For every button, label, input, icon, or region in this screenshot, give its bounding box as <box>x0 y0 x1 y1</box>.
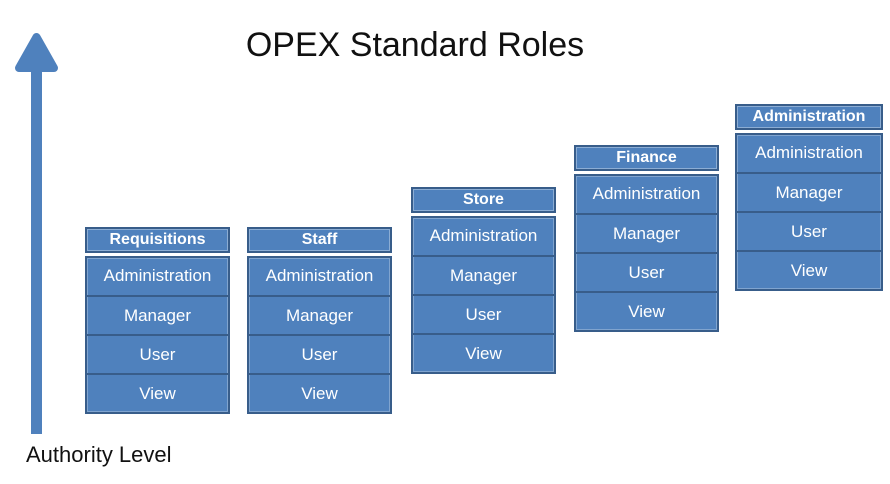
role-cell: Administration <box>103 266 212 285</box>
dept-header-staff: Staff <box>247 227 392 253</box>
role-cell: User <box>737 211 881 250</box>
dept-box-requisitions: Requisitions Administration Manager User… <box>85 227 230 414</box>
dept-body-finance: Administration Manager User View <box>574 174 719 332</box>
dept-body-staff: Administration Manager User View <box>247 256 392 414</box>
dept-header-finance: Finance <box>574 145 719 171</box>
role-cell: View <box>576 291 717 330</box>
arrow-head-icon <box>15 33 58 72</box>
role-cell: View <box>737 250 881 289</box>
role-cell: Administration <box>429 226 538 245</box>
role-cell: User <box>87 334 228 373</box>
role-cell: Manager <box>737 172 881 211</box>
authority-arrow-up-icon <box>15 33 58 434</box>
role-cell: Manager <box>413 255 554 294</box>
role-cell: Administration <box>755 143 863 162</box>
role-cell: Manager <box>249 295 390 334</box>
role-cell: User <box>576 252 717 291</box>
dept-box-staff: Staff Administration Manager User View <box>247 227 392 414</box>
role-cell: View <box>413 333 554 372</box>
dept-header-requisitions: Requisitions <box>85 227 230 253</box>
role-cell: Manager <box>87 295 228 334</box>
role-cell: User <box>413 294 554 333</box>
dept-header-store: Store <box>411 187 556 213</box>
dept-box-administration: Administration Administration Manager Us… <box>735 104 883 291</box>
dept-body-store: Administration Manager User View <box>411 216 556 374</box>
role-cell: User <box>249 334 390 373</box>
dept-body-requisitions: Administration Manager User View <box>85 256 230 414</box>
authority-level-label: Authority Level <box>26 442 172 467</box>
dept-body-administration: Administration Manager User View <box>735 133 883 291</box>
role-cell: Administration <box>265 266 374 285</box>
role-cell: View <box>249 373 390 412</box>
role-cell: Administration <box>592 184 701 203</box>
dept-box-finance: Finance Administration Manager User View <box>574 145 719 332</box>
role-cell: Manager <box>576 213 717 252</box>
role-cell: View <box>87 373 228 412</box>
page-title: OPEX Standard Roles <box>245 26 585 64</box>
dept-box-store: Store Administration Manager User View <box>411 187 556 374</box>
dept-header-administration: Administration <box>735 104 883 130</box>
